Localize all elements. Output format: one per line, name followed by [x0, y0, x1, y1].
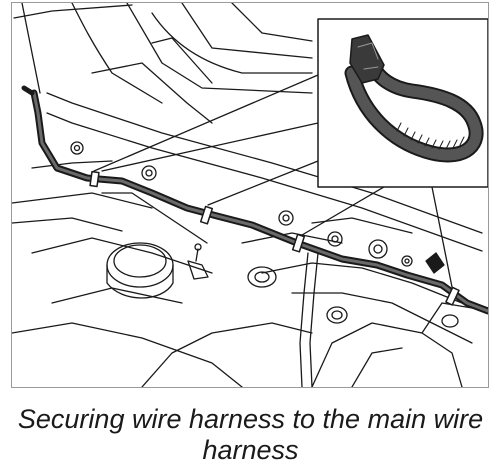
- leader-lines: [93, 74, 453, 288]
- inset-detail: [317, 18, 488, 188]
- cable-tie-icon: [89, 170, 460, 306]
- figure-caption: Securing wire harness to the main wire h…: [17, 404, 484, 465]
- wire-harness-icon: [21, 85, 488, 315]
- diagram-frame: [11, 2, 489, 388]
- cable-tie-detail-icon: [344, 34, 484, 163]
- wire-harness-diagram: [12, 3, 488, 387]
- body-panels: [12, 3, 488, 387]
